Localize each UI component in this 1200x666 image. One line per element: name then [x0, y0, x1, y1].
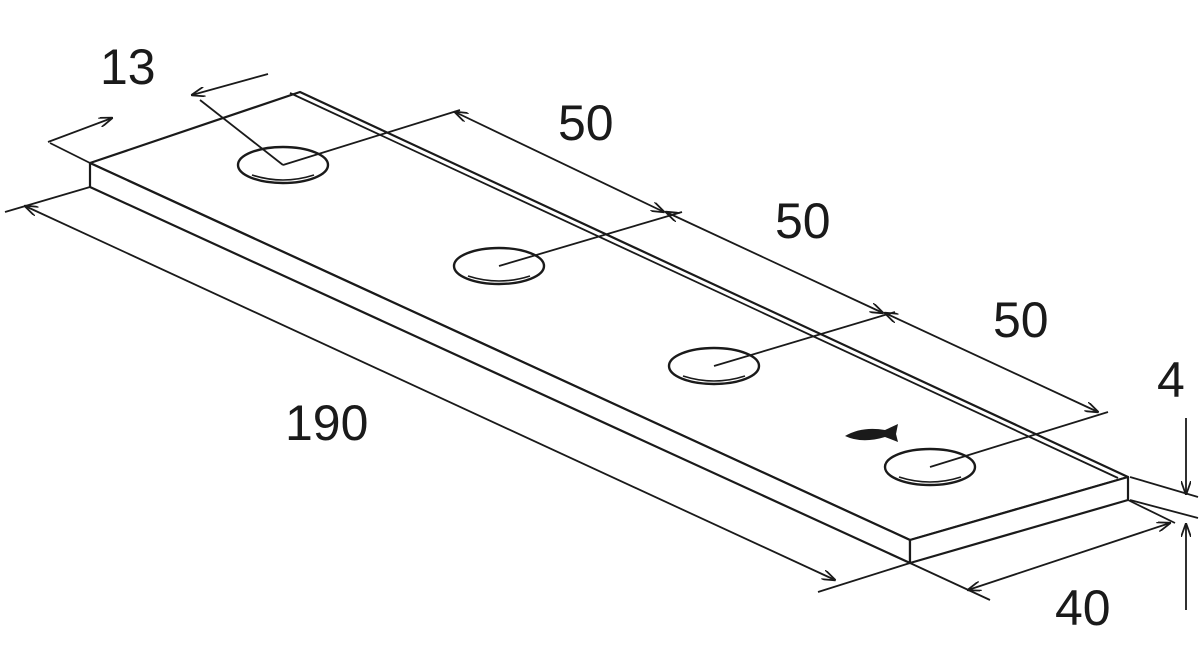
- label-edge-offset: 13: [100, 39, 156, 95]
- label-width: 40: [1055, 580, 1111, 636]
- label-spacing-1: 50: [558, 95, 614, 151]
- label-spacing-3: 50: [993, 292, 1049, 348]
- dim-thickness: [1129, 418, 1199, 610]
- label-length: 190: [285, 395, 368, 451]
- label-spacing-2: 50: [775, 193, 831, 249]
- small-fish-stamp-icon: [845, 424, 898, 442]
- dim-length: [4, 186, 911, 593]
- label-thickness: 4: [1157, 352, 1185, 408]
- dim-edge-offset: [47, 73, 284, 166]
- dim-width: [909, 499, 1176, 601]
